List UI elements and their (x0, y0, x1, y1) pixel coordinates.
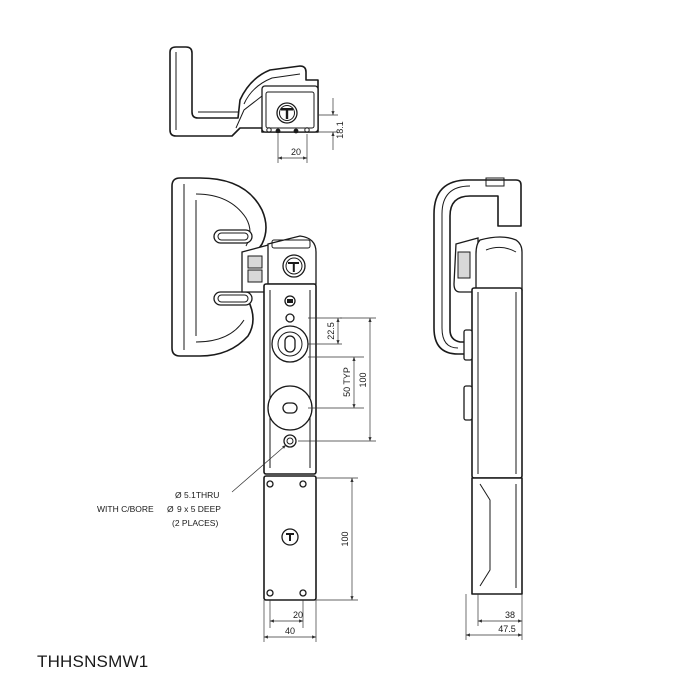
dim-side-outer: 47.5 (498, 624, 516, 634)
dim-total-upper: 100 (358, 372, 368, 387)
side-view: 38 47.5 (433, 177, 523, 640)
dim-top-height: 18.1 (335, 121, 345, 139)
note-diameter-1: Ø (175, 490, 182, 500)
dim-typ-spacing: 50 TYP (342, 367, 352, 397)
dim-lower-length: 100 (340, 531, 350, 546)
model-code-label: THHSNSMW1 (37, 652, 149, 671)
note-line3: (2 PLACES) (172, 518, 218, 528)
dim-side-inner: 38 (505, 610, 515, 620)
dim-top-width: 20 (291, 147, 301, 157)
note-line2-value: 9 x 5 DEEP (177, 504, 221, 514)
top-view: 18.1 20 (169, 46, 345, 163)
note-diameter-2: Ø (167, 504, 174, 514)
dim-lower-outer: 40 (285, 626, 295, 636)
front-view: 22.5 50 TYP 100 100 20 40 Ø 5.1THRU WITH… (97, 177, 376, 642)
dim-lower-inner: 20 (293, 610, 303, 620)
note-line1: 5.1THRU (184, 490, 219, 500)
dim-hole-spacing: 22.5 (326, 322, 336, 340)
note-line2-prefix: WITH C/BORE (97, 504, 154, 514)
